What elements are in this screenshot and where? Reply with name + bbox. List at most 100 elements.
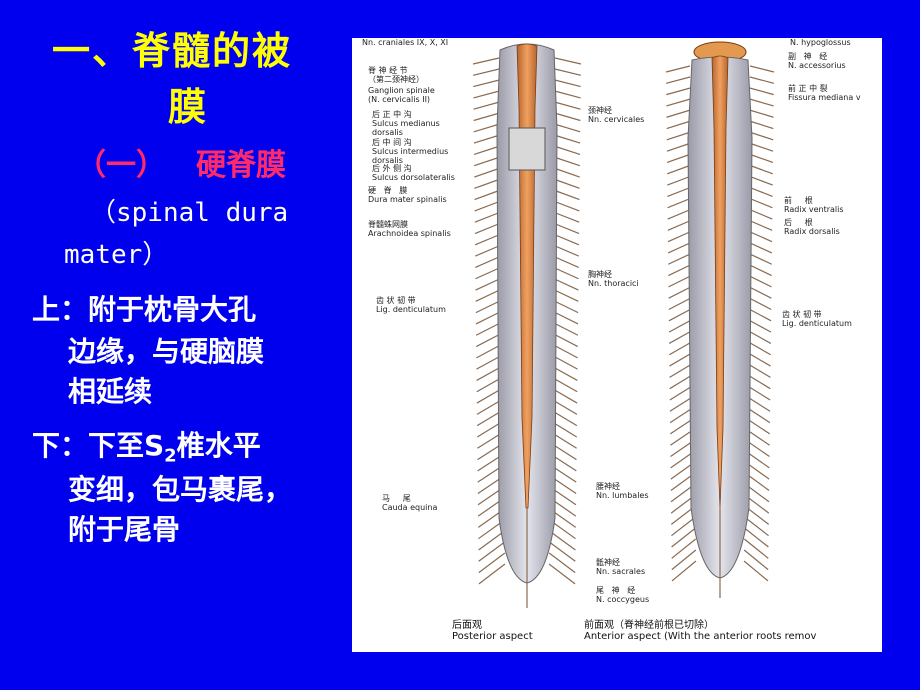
spinal-nerve-root [744, 527, 769, 548]
dura-opened-window [508, 127, 546, 171]
spinal-nerve-root [671, 560, 697, 582]
spinal-nerve-root [671, 549, 697, 571]
label-denticulatum-right: 齿 状 韧 带 Lig. denticulatum [782, 310, 852, 328]
spinal-nerve-root [667, 186, 692, 197]
section-subtitle: （一）硬脊膜 [76, 140, 286, 184]
spinal-nerve-root [474, 233, 502, 246]
label-radix-dorsalis: 后 根 Radix dorsalis [784, 218, 840, 236]
spinal-nerve-root [748, 208, 773, 220]
spinal-nerve-root [553, 156, 581, 167]
subtitle-text: 硬脊膜 [196, 148, 286, 183]
spinal-nerve-root [749, 120, 774, 130]
lower-attachment-line2: 变细，包马裹尾， [68, 473, 293, 506]
spinal-nerve-root [666, 131, 691, 141]
caption-anterior: 前面观（脊神经前根已切除） Anterior aspect (With the … [584, 620, 817, 642]
spinal-nerve-root [554, 123, 581, 133]
label-sacral-nerves: 骶神经 Nn. sacrales [596, 558, 646, 576]
spinal-nerve-root [747, 263, 772, 277]
spinal-nerve-root [554, 57, 582, 65]
label-arachnoid: 脊髓蛛网膜 Arachnoidea spinalis [368, 220, 451, 238]
spinal-nerve-root [749, 98, 774, 107]
spinal-cord-drawing [472, 41, 775, 608]
spinal-nerve-root [666, 98, 691, 107]
spinal-nerve-root [665, 65, 691, 73]
spinal-nerve-root [748, 153, 774, 164]
spinal-nerve-root [749, 109, 774, 118]
spinal-nerve-root [747, 274, 772, 288]
spinal-nerve-root [748, 175, 773, 186]
spinal-nerve-root [475, 255, 502, 268]
spinal-nerve-root [472, 57, 500, 65]
spinal-nerve-root [474, 244, 502, 257]
english-term-line2: mater） [64, 240, 169, 270]
slide-title-continued: 膜 [168, 85, 207, 129]
spinal-nerve-root [748, 142, 774, 152]
label-sulcus-intermedius: 后 中 间 沟 Sulcus intermedius dorsalis [372, 138, 449, 165]
upper-attachment-line2: 边缘，与硬脑膜 [68, 335, 265, 368]
spinal-nerve-root [475, 266, 502, 280]
spinal-nerve-root [667, 175, 692, 186]
spinal-nerve-root [478, 563, 506, 585]
spinal-nerve-root [554, 90, 581, 99]
spinal-nerve-root [747, 230, 773, 243]
spinal-nerve-root [743, 538, 769, 559]
spinal-nerve-root [666, 120, 691, 130]
spinal-nerve-root [474, 178, 501, 189]
spinal-nerve-root [668, 252, 693, 265]
spinal-nerve-root [473, 79, 500, 88]
spinal-nerve-root [671, 538, 697, 559]
spinal-nerve-root [749, 131, 774, 141]
spinal-nerve-root [666, 109, 691, 118]
spinal-nerve-root [667, 219, 693, 231]
label-sulcus-dorsolateralis: 后 外 侧 沟 Sulcus dorsolateralis [372, 164, 455, 182]
spinal-nerve-root [748, 164, 774, 175]
label-cervical-nerves: 颈神经 Nn. cervicales [588, 106, 645, 124]
spinal-nerve-root [666, 87, 691, 96]
spinal-nerve-root [666, 153, 692, 164]
label-radix-ventralis: 前 根 Radix ventralis [784, 196, 844, 214]
spinal-nerve-root [473, 145, 501, 155]
spinal-nerve-root [473, 101, 500, 110]
spinal-nerve-root [747, 219, 773, 231]
spinal-nerve-root [749, 65, 775, 73]
spinal-nerve-root [478, 541, 506, 562]
spinal-nerve-root [552, 277, 579, 291]
spinal-nerve-root [668, 296, 694, 311]
lower-prefix: 下：下至S [32, 429, 165, 462]
english-term-line1: （spinal dura [90, 198, 289, 228]
spinal-nerve-root [667, 197, 692, 209]
label-denticulatum-left: 齿 状 韧 带 Lig. denticulatum [376, 296, 446, 314]
spinal-nerve-root [474, 189, 501, 201]
spinal-nerve-root [473, 123, 500, 133]
spinal-nerve-root [554, 112, 581, 122]
label-ganglion-en: Ganglion spinale (N. cervicalis II) [368, 86, 435, 104]
spinal-nerve-root [553, 178, 580, 189]
spinal-nerve-root [668, 285, 693, 299]
spinal-nerve-root [667, 230, 693, 243]
spinal-nerve-root [666, 142, 692, 152]
spinal-nerve-root [553, 145, 581, 155]
spinal-nerve-root [552, 233, 580, 246]
spinal-nerve-root [553, 134, 581, 144]
spinal-nerve-root [553, 167, 580, 178]
spinal-nerve-root [548, 552, 576, 574]
spinal-nerve-root [671, 516, 696, 537]
label-cauda-equina: 马 尾 Cauda equina [382, 494, 438, 512]
label-hypoglossus: N. hypoglossus [790, 38, 851, 47]
spinal-nerve-root [667, 241, 693, 254]
label-ganglion-zh: 脊 神 经 节 （第二颈神经） [368, 66, 424, 84]
spinal-nerve-root [478, 530, 505, 551]
spinal-nerve-root [748, 197, 773, 209]
spinal-nerve-root [665, 76, 691, 84]
spinal-nerve-root [552, 266, 579, 280]
spinal-nerve-root [474, 222, 502, 235]
spinal-nerve-root [747, 252, 772, 265]
spinal-nerve-root [743, 560, 769, 582]
spinal-nerve-root [478, 552, 506, 574]
label-sulcus-medianus: 后 正 中 沟 Sulcus medianus dorsalis [372, 110, 440, 137]
spinal-nerve-root [474, 167, 501, 178]
spinal-nerve-root [743, 549, 769, 571]
spinal-nerve-root [746, 296, 772, 311]
spinal-nerve-root [474, 211, 502, 223]
spinal-nerve-root [671, 527, 696, 548]
